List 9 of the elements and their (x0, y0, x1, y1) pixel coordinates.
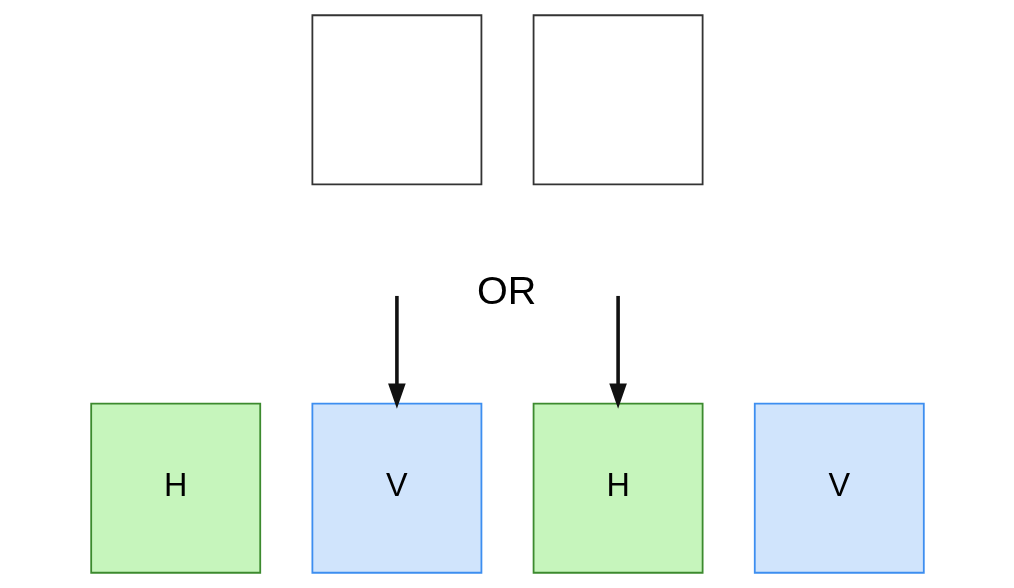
node-box (532, 14, 703, 186)
node-box: H (89, 402, 261, 574)
node-box (311, 14, 482, 186)
node-box: V (753, 402, 925, 574)
arrow (608, 295, 627, 409)
node-box: V (311, 402, 482, 574)
label: OR (476, 268, 536, 313)
arrow (387, 295, 406, 409)
node-box: H (532, 402, 703, 574)
